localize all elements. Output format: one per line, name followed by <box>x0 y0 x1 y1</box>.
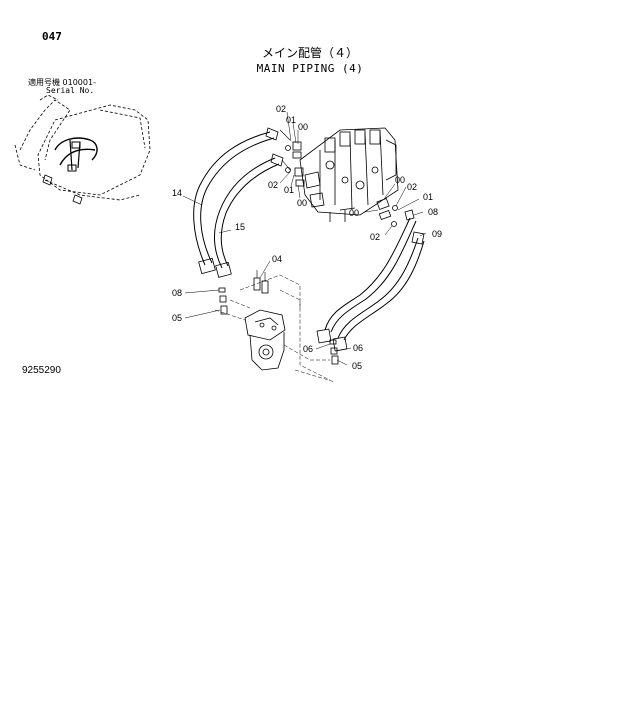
fittings-04 <box>253 270 269 294</box>
serial-label-japanese: 適用号機 010001- <box>28 78 96 87</box>
fittings-upper <box>279 129 305 187</box>
callout-00: 00 <box>298 122 308 132</box>
callout-02: 02 <box>268 180 278 190</box>
serial-label-english: Serial No. <box>46 86 95 95</box>
callout-06: 06 <box>353 343 363 353</box>
hose-15 <box>214 153 284 278</box>
callout-08: 08 <box>172 288 182 298</box>
callout-08: 08 <box>428 207 438 217</box>
excavator-thumbnail <box>14 94 151 205</box>
callout-15: 15 <box>235 222 245 232</box>
callout-01: 01 <box>284 185 294 195</box>
callout-02: 02 <box>407 182 417 192</box>
callout-00: 00 <box>395 175 405 185</box>
callout-09: 09 <box>432 229 442 239</box>
callout-00: 00 <box>297 198 307 208</box>
callout-01: 01 <box>286 115 296 125</box>
page-number: 047 <box>42 30 62 43</box>
title-japanese: メイン配管（４） <box>261 46 358 60</box>
hoses-right <box>316 217 425 352</box>
control-valve <box>299 127 399 222</box>
leader-lines <box>182 111 427 366</box>
callout-14: 14 <box>172 188 182 198</box>
callout-02: 02 <box>370 232 380 242</box>
fittings-left <box>218 287 228 315</box>
callout-04: 04 <box>272 254 282 264</box>
drawing-number: 9255290 <box>22 365 61 376</box>
callout-06: 06 <box>303 344 313 354</box>
rotary-joint <box>244 309 286 371</box>
title-english: MAIN PIPING (4) <box>256 62 364 75</box>
callout-00: 00 <box>349 208 359 218</box>
phantom-lines <box>214 274 336 383</box>
callout-05: 05 <box>352 361 362 371</box>
callout-01: 01 <box>423 192 433 202</box>
fittings-bottom <box>329 339 339 365</box>
callout-05: 05 <box>172 313 182 323</box>
callout-02: 02 <box>276 104 286 114</box>
hose-14 <box>193 127 279 275</box>
fittings-right <box>376 198 415 227</box>
